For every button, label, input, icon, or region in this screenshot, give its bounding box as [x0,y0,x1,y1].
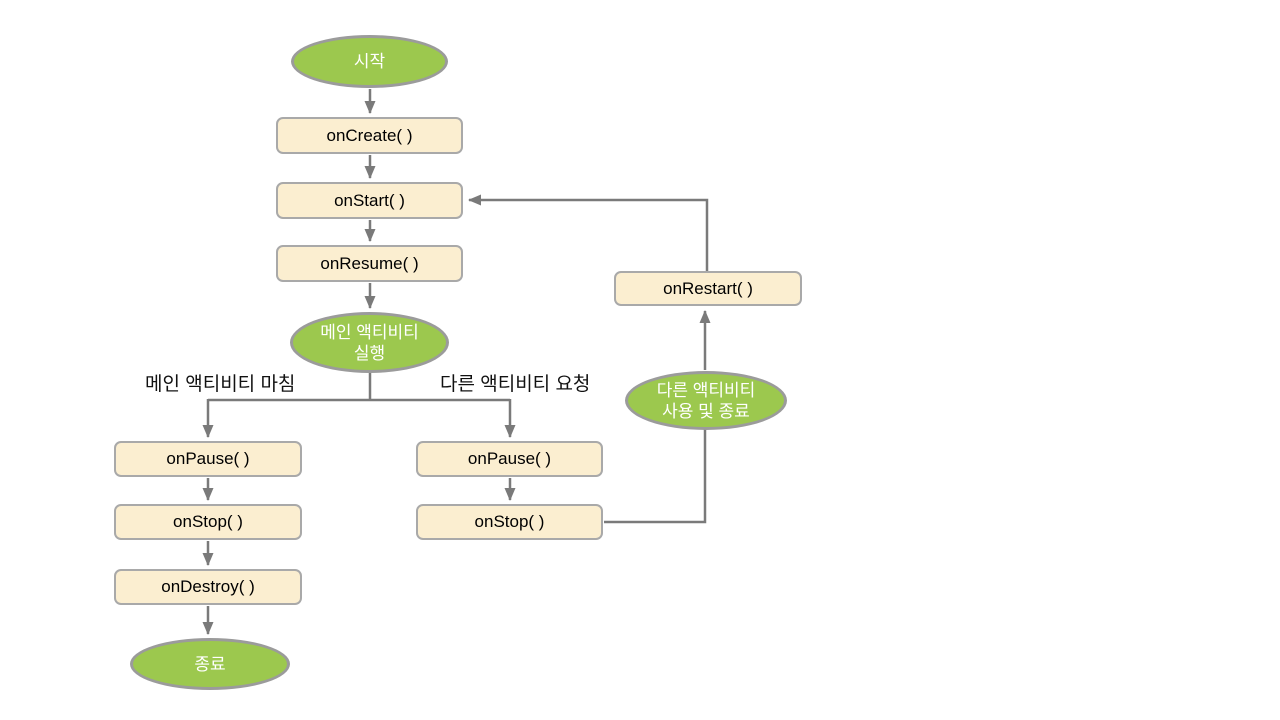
node-onpause-left: onPause( ) [114,441,302,477]
node-onrestart-label: onRestart( ) [663,278,753,298]
node-onrestart: onRestart( ) [614,271,802,306]
node-main-activity-running-line2: 실행 [353,343,386,363]
edge-label-finish-main-activity: 메인 액티비티 마침 [145,374,296,395]
node-other-activity-line1: 다른 액티비티 [656,380,756,400]
node-onstop-left: onStop( ) [114,504,302,540]
node-ondestroy: onDestroy( ) [114,569,302,605]
node-end: 종료 [130,638,290,690]
node-main-activity-running: 메인 액티비티 실행 [290,312,449,373]
node-ondestroy-label: onDestroy( ) [161,577,255,596]
node-oncreate-label: onCreate( ) [326,125,413,145]
node-other-activity-use-end: 다른 액티비티 사용 및 종료 [625,371,787,430]
node-main-activity-running-line1: 메인 액티비티 [320,322,419,342]
node-onpause-left-label: onPause( ) [166,449,250,468]
node-onresume: onResume( ) [276,245,463,282]
arrow-onrestart-to-onstart [468,194,709,271]
node-onpause-right-label: onPause( ) [467,449,552,468]
node-onstart-label: onStart( ) [334,190,405,210]
node-onstop-right: onStop( ) [416,504,603,540]
node-onstop-right-label: onStop( ) [474,512,545,531]
node-onstop-left-label: onStop( ) [173,512,243,531]
node-oncreate: onCreate( ) [276,117,463,154]
node-start-label: 시작 [353,52,386,71]
line-onstop-right-to-other-activity [604,429,707,524]
edge-label-request-other-activity: 다른 액티비티 요청 [440,374,591,395]
node-start: 시작 [291,35,448,88]
node-onresume-label: onResume( ) [320,253,419,273]
node-end-label: 종료 [194,654,226,674]
node-other-activity-line2: 사용 및 종료 [662,401,750,421]
node-onstart: onStart( ) [276,182,463,219]
node-onpause-right: onPause( ) [416,441,603,477]
